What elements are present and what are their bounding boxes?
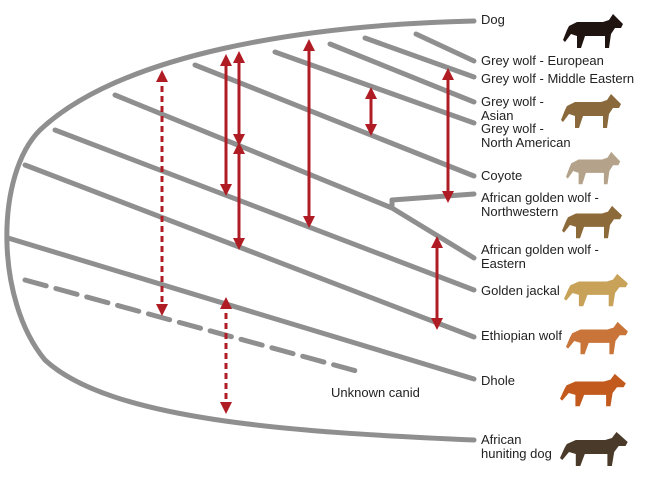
- animal-illustrations: [560, 14, 628, 466]
- branch-dog-european-split: [413, 31, 477, 64]
- taxon-label-grey-wolf-middle-eastern: Grey wolf - Middle Eastern: [481, 71, 635, 86]
- coyote-silhouette-icon: [566, 151, 621, 185]
- taxon-label-ethiopian-wolf: Ethiopian wolf: [481, 328, 562, 343]
- taxon-label-african-golden-wolf-eastern: African golden wolf - Eastern: [481, 242, 599, 271]
- branch-middle-eastern: [362, 35, 477, 80]
- taxon-label-grey-wolf-north-american: Grey wolf - North American: [481, 121, 571, 150]
- african-hunting-dog-silhouette-icon: [560, 432, 628, 466]
- dhole-silhouette-icon: [560, 373, 626, 407]
- taxon-label-coyote: Coyote: [481, 168, 523, 183]
- taxon-label-grey-wolf-asian: Grey wolf - Asian: [481, 94, 544, 123]
- grey-wolf-silhouette-icon: [561, 94, 621, 128]
- taxon-label-golden-jackal: Golden jackal: [481, 283, 560, 298]
- ethiopian-wolf-silhouette-icon: [566, 321, 628, 355]
- branch-dhole: [5, 235, 477, 382]
- branch-golden-jackal: [52, 127, 477, 293]
- branch-unknown-canid: [22, 277, 363, 375]
- branch-ethiopian-wolf: [22, 162, 477, 340]
- branch-coyote: [192, 62, 477, 179]
- dog-silhouette-icon: [563, 14, 623, 48]
- unknown-canid-label: Unknown canid: [331, 385, 420, 400]
- taxon-label-african-hunting-dog: African huniting dog: [481, 432, 552, 461]
- african-golden-wolf-silhouette-icon: [562, 205, 622, 239]
- taxon-label-dog: Dog: [481, 12, 505, 27]
- taxon-label-african-golden-wolf-northwestern: African golden wolf - Northwestern: [481, 190, 599, 219]
- taxon-label-grey-wolf-european: Grey wolf - European: [481, 53, 604, 68]
- golden-jackal-silhouette-icon: [564, 273, 628, 307]
- branch-african-golden-wolf: [112, 92, 477, 211]
- gene-flow-arrows: [156, 39, 454, 414]
- branch-african-golden-wolf-eastern: [389, 205, 477, 261]
- taxon-label-dhole: Dhole: [481, 373, 515, 388]
